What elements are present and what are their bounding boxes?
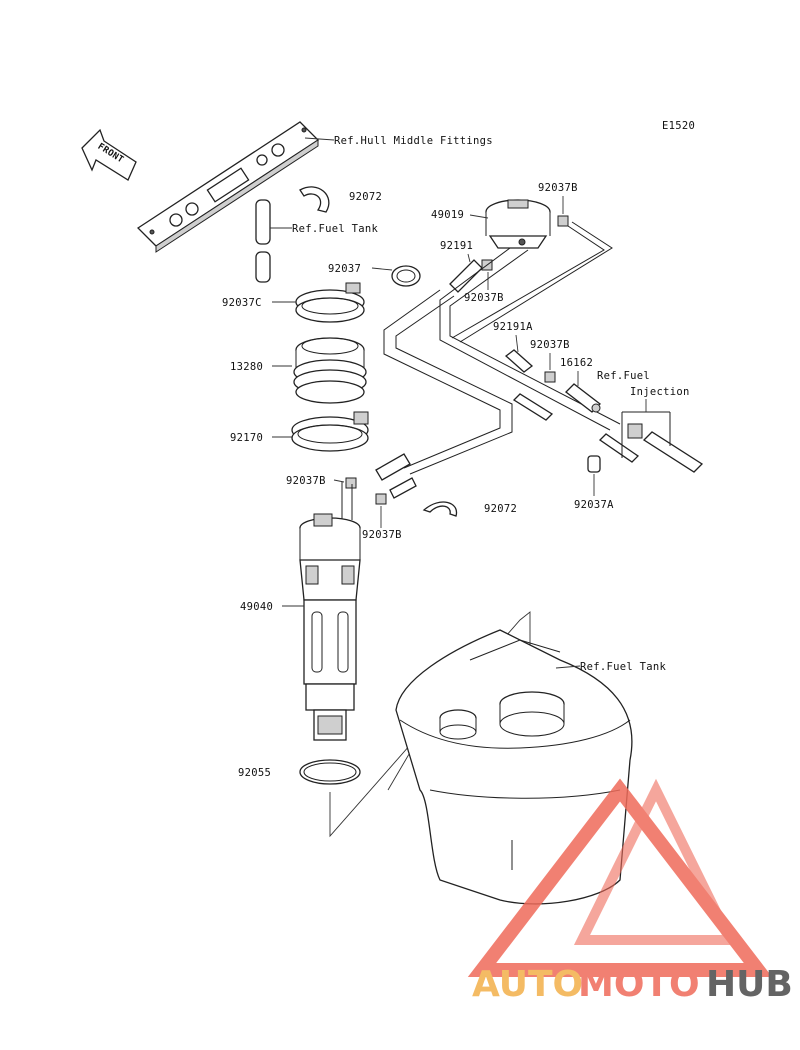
part-92037a[interactable]: 92037A [574, 499, 614, 511]
o-ring-92055 [299, 759, 361, 785]
part-92037b-mid[interactable]: 92037B [464, 292, 504, 304]
band-clamp-92037c [295, 282, 365, 323]
hose-segments-right [512, 393, 640, 463]
clamp-92037a [587, 455, 601, 473]
clip-92037b-right [544, 371, 556, 383]
automotohub-watermark: AUTO MOTO HUB [467, 778, 793, 1005]
sleeve-13280 [293, 337, 367, 404]
diagram-code: E1520 [662, 120, 695, 132]
part-92037b-low[interactable]: 92037B [362, 529, 402, 541]
watermark-hub: HUB [706, 964, 793, 1005]
part-92037c[interactable]: 92037C [222, 297, 262, 309]
hull-middle-fitting-bracket [136, 121, 320, 253]
watermark-triangle-icon [467, 778, 773, 977]
front-arrow-icon: FRONT [81, 128, 137, 181]
part-92170[interactable]: 92170 [230, 432, 263, 444]
clip-92037b-left [345, 477, 357, 489]
fuel-line-routing [383, 221, 621, 475]
part-16162[interactable]: 16162 [560, 357, 593, 369]
valve-16162 [565, 383, 601, 413]
part-92072-upper[interactable]: 92072 [349, 191, 382, 203]
fuel-filter-49019 [485, 199, 551, 249]
clip-92037b-top [557, 215, 569, 227]
part-92191a[interactable]: 92191A [493, 321, 533, 333]
ref-hull-middle-fittings: Ref.Hull Middle Fittings [334, 135, 493, 147]
fuel-tank [395, 629, 633, 905]
ref-fuel-injection-1: Ref.Fuel [597, 370, 650, 382]
ref-fuel-tank-upper: Ref.Fuel Tank [292, 223, 378, 235]
vent-hose-upper [255, 199, 271, 283]
part-92037b-right[interactable]: 92037B [530, 339, 570, 351]
hoses-lower [375, 453, 417, 499]
part-92037b-left[interactable]: 92037B [286, 475, 326, 487]
band-clamp-92170 [291, 411, 369, 452]
clamp-92037 [391, 265, 421, 287]
part-92072-lower[interactable]: 92072 [484, 503, 517, 515]
part-92037b-top[interactable]: 92037B [538, 182, 578, 194]
watermark-auto: AUTO [472, 964, 583, 1005]
clip-92037b-low [375, 493, 387, 505]
ref-fuel-injection-2: Injection [630, 386, 690, 398]
hose-92191 [449, 259, 483, 293]
part-92191[interactable]: 92191 [440, 240, 473, 252]
watermark-moto: MOTO [578, 964, 700, 1005]
part-13280[interactable]: 13280 [230, 361, 263, 373]
clip-92072-upper [299, 186, 330, 213]
part-49040[interactable]: 49040 [240, 601, 273, 613]
part-49019[interactable]: 49019 [431, 209, 464, 221]
ref-fuel-tank-lower: Ref.Fuel Tank [580, 661, 666, 673]
part-92055[interactable]: 92055 [238, 767, 271, 779]
fuel-pump-49040 [299, 482, 361, 741]
clip-92072-lower [422, 501, 458, 517]
part-92037[interactable]: 92037 [328, 263, 361, 275]
injection-connector [621, 411, 704, 473]
hose-92191a [504, 349, 534, 373]
